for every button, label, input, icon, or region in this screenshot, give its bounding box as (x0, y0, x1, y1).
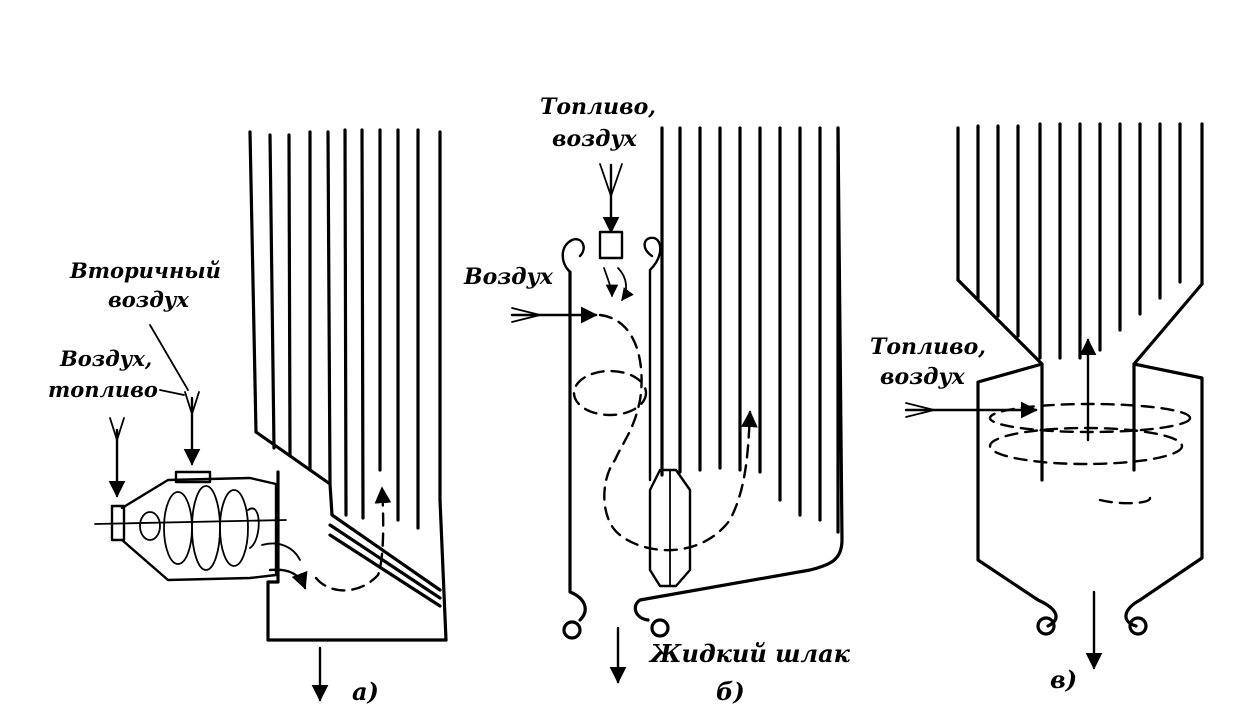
panel-v-flow-arrows (904, 338, 1192, 670)
label-fuel-air-b-line2: воздух (552, 126, 638, 152)
label-fuel-air-v-line2: воздух (880, 364, 966, 390)
panel-a-cyclone-furnace: Вторичный воздух Воздух, топливо а) (48, 128, 448, 706)
panel-v-furnace-wall (956, 278, 1204, 636)
panel-b-slag-tap-furnace: Топливо, воздух Воздух Жидкий шлак б) (463, 94, 851, 706)
panel-b-burner (598, 163, 634, 302)
panel-a-furnace-wall (254, 430, 448, 642)
label-air-b: Воздух (463, 264, 554, 290)
caption-panel-a: а) (352, 677, 379, 706)
panel-a-cyclone-chamber (94, 470, 287, 582)
panel-v-tube-bank (956, 122, 1204, 360)
panel-b-flow-arrows (510, 306, 758, 684)
panel-b-furnace-wall (561, 126, 844, 640)
panel-a-tube-bank (248, 128, 442, 530)
label-air-fuel-line1: Воздух, (59, 346, 152, 371)
label-secondary-air-line2: воздух (108, 287, 189, 312)
label-air-fuel-line2: топливо (48, 377, 158, 402)
label-fuel-air-v-line1: Топливо, (870, 334, 986, 360)
caption-panel-v: в) (1050, 665, 1077, 694)
panel-v-vortex-furnace: Топливо, воздух в) (870, 122, 1204, 694)
label-secondary-air-line1: Вторичный (69, 258, 221, 283)
label-liquid-slag: Жидкий шлак (648, 639, 851, 668)
label-fuel-air-b-line1: Топливо, (540, 94, 656, 120)
panel-b-tube-bank (660, 126, 840, 534)
panel-a-flow-arrows (108, 389, 392, 702)
leader-secondary-air (149, 324, 189, 391)
caption-panel-b: б) (716, 677, 745, 706)
